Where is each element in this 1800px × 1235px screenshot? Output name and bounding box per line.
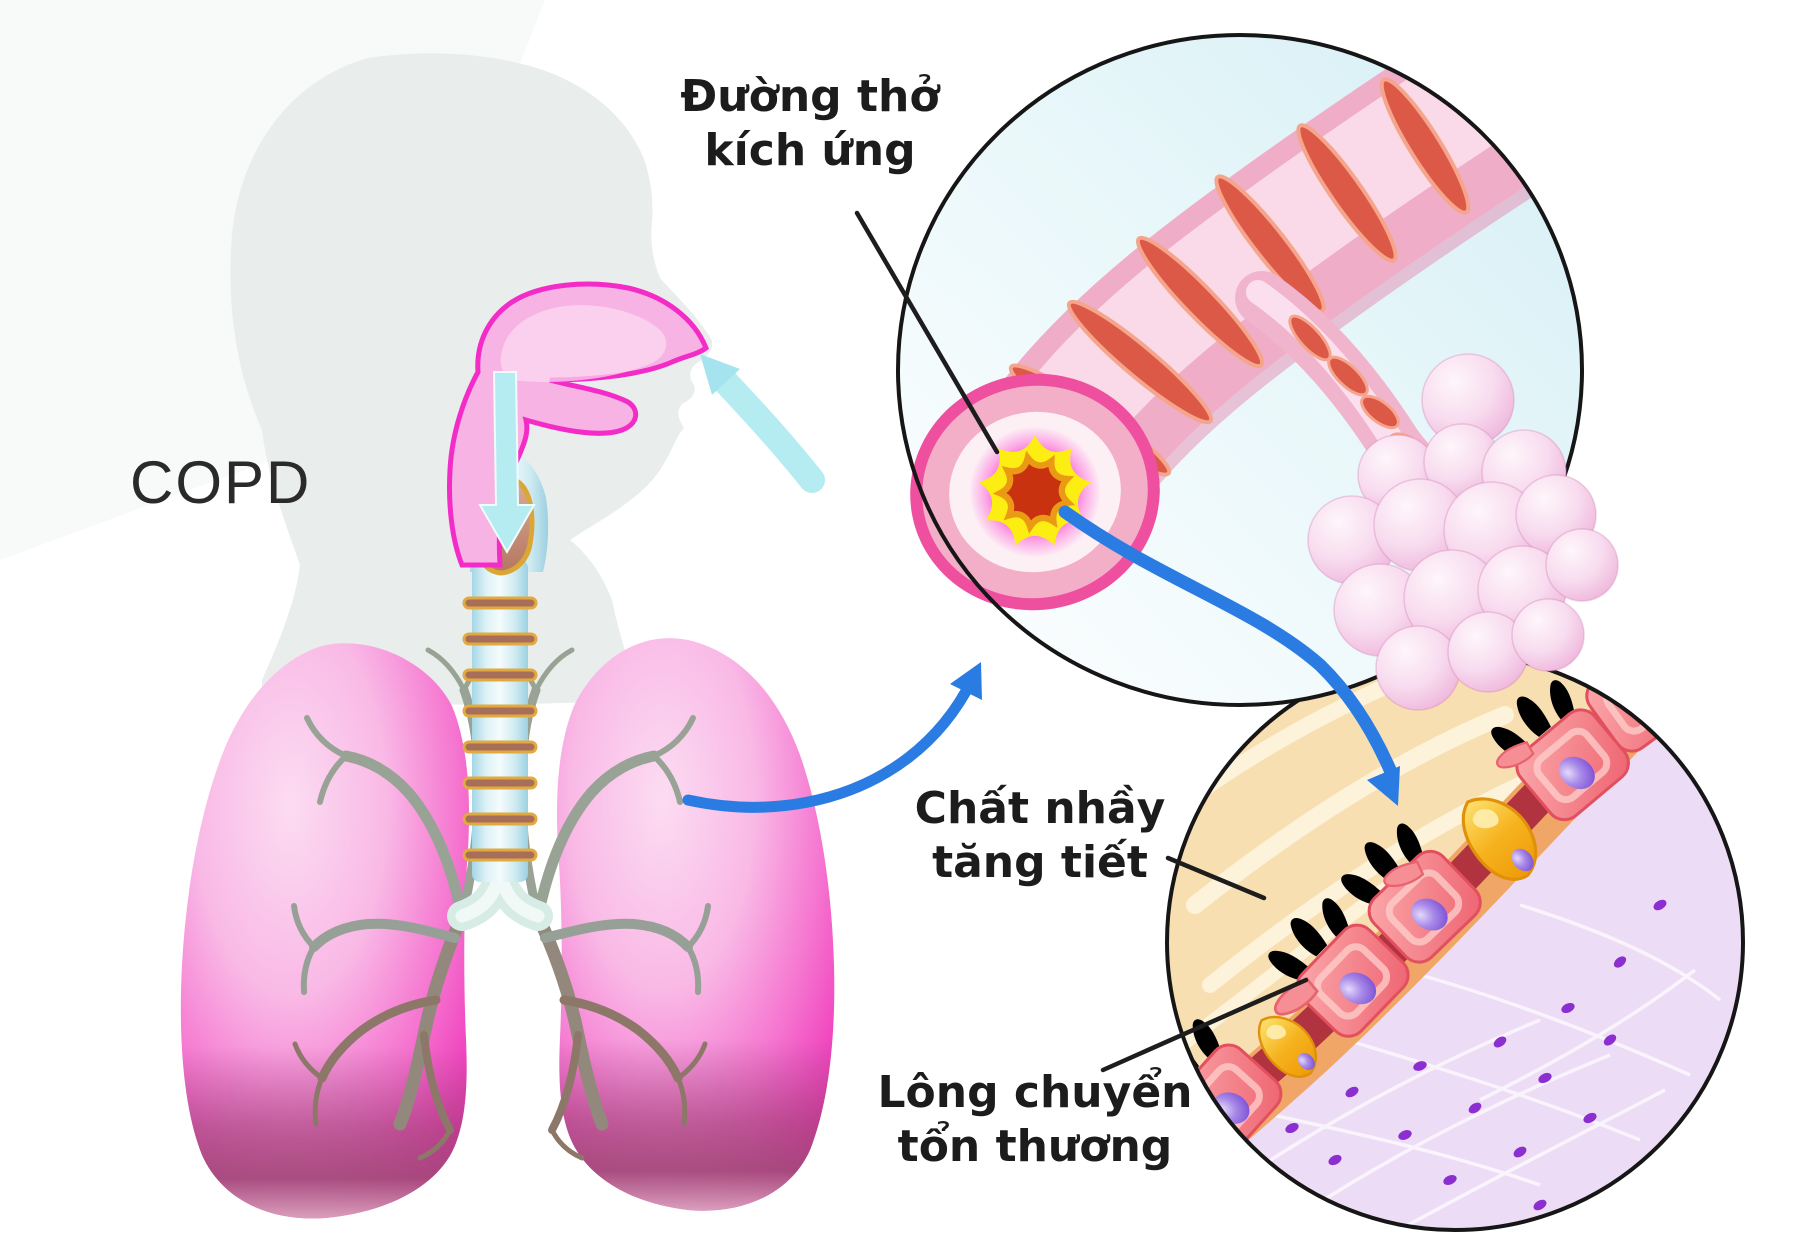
label-irritated-airway: Đường thở kích ứng [680, 71, 940, 176]
submucosa-fibers [1239, 903, 1722, 1230]
label-copd: COPD [130, 449, 312, 516]
zoom-arrow-airway-to-mucosa [1058, 505, 1400, 806]
head-silhouette [230, 53, 713, 705]
pointer-line-irritated-airway [854, 210, 1000, 455]
inset-irritated-airway [896, 33, 1619, 711]
alveoli-cluster [1307, 353, 1619, 711]
bronchiole-cross-section [910, 373, 1160, 611]
airflow-arrow-throat [478, 371, 536, 555]
cartilage-rings [462, 596, 538, 862]
nasal-airway-highlight [500, 305, 667, 382]
submucosa [1178, 705, 1743, 1230]
inhale-arrow-nose [700, 354, 825, 493]
pointer-line-mucus [1165, 855, 1267, 901]
label-damaged-cilia: Lông chuyển tổn thương [877, 1067, 1193, 1172]
label-mucus-hypersecretion: Chất nhầy tăng tiết [914, 783, 1166, 888]
inset-damaged-cilia [1165, 652, 1745, 1232]
zoom-arrow-lung-to-airway [682, 662, 982, 813]
inset-circle-outline [896, 33, 1584, 707]
right-lung-shadow [556, 638, 835, 1211]
fibroblast-nuclei [1285, 899, 1667, 1211]
pointer-line-cilia [1100, 977, 1309, 1073]
pointer-lines [854, 210, 1309, 1073]
